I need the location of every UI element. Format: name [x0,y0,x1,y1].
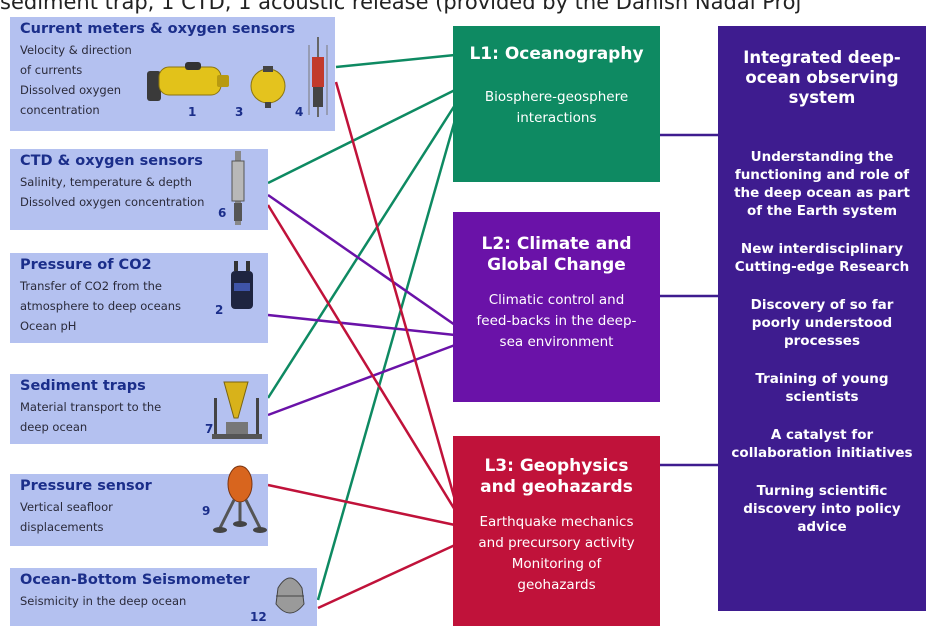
sensor-title: Pressure sensor [20,478,152,494]
seismometer-image [275,577,305,614]
sensor-line: Dissolved oxygen [20,83,122,97]
theme-title: L3: Geophysics and geohazards [480,456,633,497]
outcome-panel: Integrated deep-ocean observing system U… [718,26,926,611]
instrument-number: 4 [295,105,304,119]
sensor-line: concentration [20,103,100,117]
theme-description: Climatic control and feed-backs in the d… [476,292,637,350]
link-red [267,483,456,527]
sensor-line: Seismicity in the deep ocean [20,594,187,608]
sediment-trap-image [212,381,262,439]
instrument-number: 3 [235,105,244,119]
theme-description: Biosphere-geosphere interactions [484,89,629,126]
oxygen-sensor-frame-image [308,37,328,117]
sensor-sediment-traps: Sediment traps Material transport to the… [10,374,268,444]
sensor-ctd: CTD & oxygen sensors Salinity, temperatu… [10,149,268,230]
link-purple [267,313,456,337]
sensor-line: displacements [20,520,104,534]
theme-oceanography: L1: Oceanography Biosphere-geosphere int… [453,26,660,182]
outcome-item: A catalyst for collaboration initiatives [731,427,913,461]
sensor-pressure: Pressure sensor Vertical seafloor displa… [10,465,268,546]
sensor-line: Salinity, temperature & depth [20,175,192,189]
link-green [266,104,457,399]
link-red [266,204,457,511]
instrument-number: 12 [250,610,267,624]
sensor-line: of currents [20,63,83,77]
outcome-item: Turning scientific discovery into policy… [743,483,901,535]
outcome-item: Understanding the functioning and role o… [734,149,910,219]
outcome-item: New interdisciplinary Cutting-edge Resea… [734,241,910,275]
outcome-item: Discovery of so far poorly understood pr… [750,297,894,349]
instrument-number: 9 [202,504,211,518]
oxygen-sphere-image [250,66,286,108]
co2-sensor-image [231,261,253,309]
sensor-title: Current meters & oxygen sensors [20,21,296,37]
pressure-sensor-image [213,465,267,533]
outcome-item: Training of young scientists [755,371,889,405]
sensor-co2: Pressure of CO2 Transfer of CO2 from the… [10,253,268,343]
sensor-line: Vertical seafloor [20,500,113,514]
sensor-current-meters: Current meters & oxygen sensors Velocity… [10,17,335,131]
link-green [267,88,456,185]
sensor-line: deep ocean [20,420,88,434]
instrument-number: 6 [218,206,227,220]
sensor-obs: Ocean-Bottom Seismometer Seismicity in t… [10,568,317,626]
sensor-line: Transfer of CO2 from the [20,279,162,293]
sensor-title: CTD & oxygen sensors [20,153,203,169]
link-green [316,119,457,601]
sensor-line: Material transport to the [20,400,162,414]
instrument-number: 2 [215,303,224,317]
link-red [334,81,457,501]
theme-description: Earthquake mechanics and precursory acti… [478,514,635,593]
sensor-title: Pressure of CO2 [20,257,152,273]
sensor-line: Dissolved oxygen concentration [20,195,205,209]
sensor-title: Sediment traps [20,378,146,394]
theme-title: L2: Climate and Global Change [481,234,632,275]
instrument-number: 1 [188,105,197,119]
instrument-number: 7 [205,422,214,436]
outcome-title: Integrated deep-ocean observing system [743,48,901,107]
sensor-title: Ocean-Bottom Seismometer [20,572,250,588]
link-green [335,53,456,69]
theme-title: L1: Oceanography [469,44,644,64]
theme-geophysics: L3: Geophysics and geohazards Earthquake… [453,436,660,626]
sensor-line: atmosphere to deep oceans [20,299,182,313]
link-purple [267,193,456,327]
sensor-line: Velocity & direction [20,43,132,57]
header-text: sediment trap, 1 CTD, 1 acoustic release… [0,0,802,14]
current-meter-instrument-image [147,62,229,101]
sensor-line: Ocean pH [20,319,77,333]
ctd-instrument-image [231,151,245,225]
theme-climate: L2: Climate and Global Change Climatic c… [453,212,660,402]
link-purple [267,343,456,417]
link-red [317,543,456,610]
